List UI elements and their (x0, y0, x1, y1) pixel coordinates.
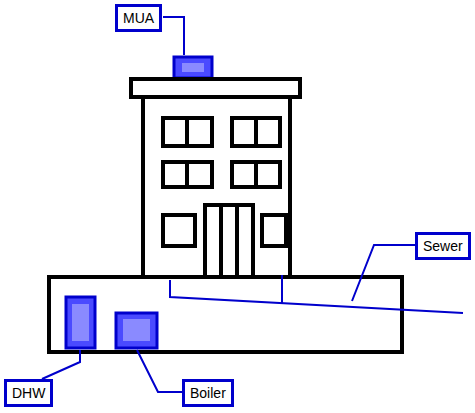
leader-lines (42, 17, 417, 392)
equipment-callout: DHW (4, 379, 53, 407)
dhw-panel (72, 304, 89, 341)
equipment-callout: MUA (115, 4, 162, 32)
boiler-unit (116, 313, 157, 348)
basement (49, 277, 402, 352)
sewer-pipe (170, 275, 463, 313)
callout-label: DHW (12, 384, 45, 402)
building-body (143, 97, 290, 278)
equipment-callout: Boiler (182, 379, 234, 407)
callout-label: Sewer (423, 237, 463, 255)
boiler-panel (123, 319, 150, 341)
entrance-door (205, 205, 253, 278)
equipment-callout: Sewer (415, 232, 471, 260)
mua-unit (174, 57, 212, 78)
callout-label: MUA (123, 9, 154, 27)
mua-panel (182, 63, 204, 72)
dhw-tank (66, 297, 95, 348)
callout-label: Boiler (190, 384, 226, 402)
roof-parapet (131, 79, 300, 97)
